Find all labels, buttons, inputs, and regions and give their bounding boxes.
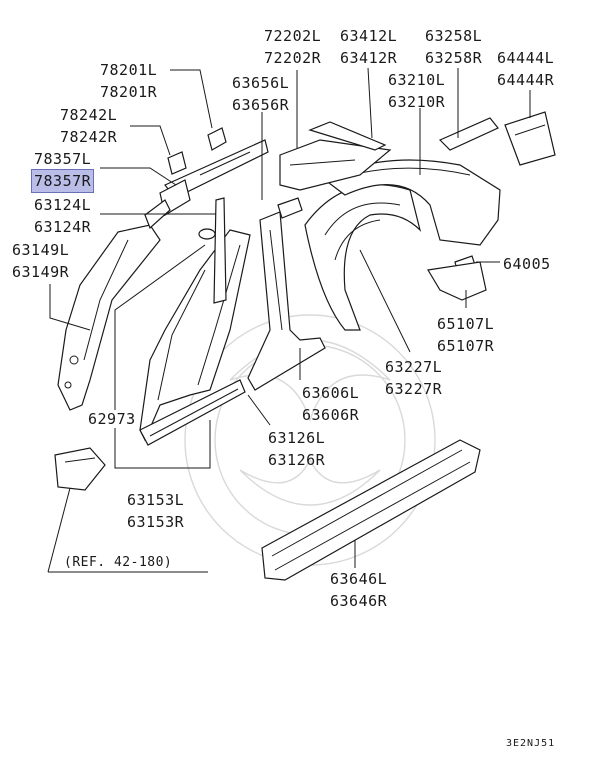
- label-63606: 63606L 63606R: [302, 384, 360, 424]
- front-pillar-part: [57, 224, 161, 411]
- label-78357: 78357L 78357R: [30, 150, 95, 193]
- diagram-code: 3E2NJ51: [506, 738, 556, 749]
- label-65107: 65107L 65107R: [437, 315, 495, 355]
- bracket-63656: [277, 197, 303, 219]
- panel-63258: [438, 117, 499, 151]
- highlighted-part-78357r: 78357R: [30, 169, 95, 193]
- label-63153: 63153L 63153R: [127, 491, 185, 531]
- label-63124: 63124L 63124R: [34, 196, 92, 236]
- bracket-78242: [167, 151, 187, 175]
- label-64005: 64005: [503, 255, 551, 273]
- panel-64444: [504, 111, 556, 166]
- bracket-78201: [207, 127, 227, 151]
- label-63646: 63646L 63646R: [330, 570, 388, 610]
- label-63227: 63227L 63227R: [385, 358, 443, 398]
- label-63412: 63412L 63412R: [340, 27, 398, 67]
- label-62973: 62973: [88, 410, 136, 428]
- panel-63412: [308, 121, 387, 151]
- label-63210: 63210L 63210R: [388, 71, 446, 111]
- label-63656: 63656L 63656R: [232, 74, 290, 114]
- reference-note: (REF. 42-180): [64, 555, 173, 570]
- label-63126: 63126L 63126R: [268, 429, 326, 469]
- leader-lines: [47, 67, 531, 573]
- label-63149: 63149L 63149R: [12, 241, 70, 281]
- label-78242: 78242L 78242R: [60, 106, 118, 146]
- label-72202: 72202L 72202R: [264, 27, 322, 67]
- rear-lower-65107: [427, 261, 487, 301]
- center-reinforcement-63606: [247, 211, 326, 391]
- center-pillar-part: [139, 197, 251, 442]
- label-64444: 64444L 64444R: [497, 49, 555, 89]
- label-78201: 78201L 78201R: [100, 61, 158, 101]
- label-63258: 63258L 63258R: [425, 27, 483, 67]
- wheel-house-63227: [304, 184, 422, 331]
- gusset-ref-42-180: [54, 447, 106, 491]
- inner-sill-63126: [139, 379, 246, 446]
- roof-rail-part: [159, 139, 269, 216]
- outer-sill-63646: [261, 439, 481, 581]
- rear-floor-72202: [279, 139, 392, 191]
